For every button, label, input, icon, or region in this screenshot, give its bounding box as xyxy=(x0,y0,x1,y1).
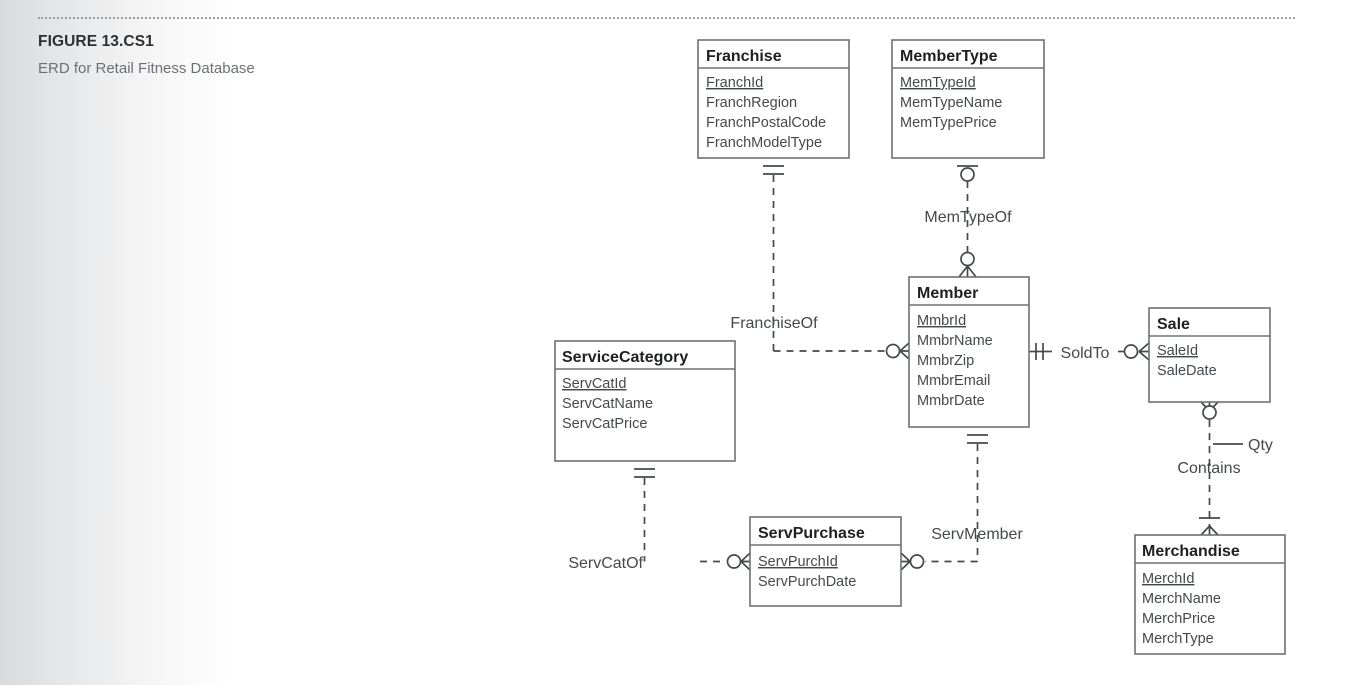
entity-merchandise-attribute: MerchName xyxy=(1142,591,1221,607)
contains-cardinality-zero-or-many xyxy=(1200,401,1219,420)
entity-merchandise[interactable]: Merchandise MerchId MerchName MerchPrice… xyxy=(1134,534,1286,655)
entity-member-box xyxy=(908,276,1030,428)
relationship-contains: Qty Contains xyxy=(1177,401,1273,536)
memtypeof-cardinality-zero-or-many xyxy=(958,251,977,278)
servcatof-cardinality-one-and-only-one xyxy=(634,468,655,478)
entity-member-attribute: MmbrEmail xyxy=(917,373,990,389)
entity-sale-attribute-pk: SaleId xyxy=(1157,343,1198,359)
entity-franchise-attribute: FranchRegion xyxy=(706,95,797,111)
figure-caption: FIGURE 13.CS1 ERD for Retail Fitness Dat… xyxy=(38,33,288,79)
entity-merchandise-title: Merchandise xyxy=(1142,543,1240,560)
relationship-attribute-label-qty: Qty xyxy=(1248,437,1273,454)
relationship-label-contains: Contains xyxy=(1177,460,1240,477)
entity-servpurchase-attribute-pk: ServPurchId xyxy=(758,554,838,570)
figure-number: FIGURE 13.CS1 xyxy=(38,33,154,50)
entity-servpurchase-box xyxy=(749,516,902,607)
memtypeof-cardinality-zero-or-one xyxy=(957,165,978,182)
relationship-servcatof: ServCatOf xyxy=(568,468,751,572)
entity-member-attribute: MmbrDate xyxy=(917,393,985,409)
entity-sale[interactable]: Sale SaleId SaleDate xyxy=(1148,307,1271,403)
entity-membertype-box xyxy=(891,39,1045,159)
entity-member-attribute: MmbrZip xyxy=(917,353,974,369)
soldto-cardinality-zero-or-many xyxy=(1123,342,1150,361)
servmember-cardinality-zero-or-many xyxy=(900,552,925,571)
servcatof-cardinality-zero-or-many xyxy=(726,552,751,571)
entity-franchise-box xyxy=(697,39,850,159)
entity-membertype-attribute: MemTypePrice xyxy=(900,115,997,131)
relationship-label-memtypeof: MemTypeOf xyxy=(924,209,1012,226)
entity-member-attribute: MmbrName xyxy=(917,333,993,349)
entity-servicecategory-attribute: ServCatName xyxy=(562,396,653,412)
entity-membertype-attribute: MemTypeName xyxy=(900,95,1002,111)
entity-franchise-attribute: FranchPostalCode xyxy=(706,115,826,131)
entity-servpurchase[interactable]: ServPurchase ServPurchId ServPurchDate xyxy=(749,516,902,607)
relationship-label-franchiseof: FranchiseOf xyxy=(730,315,818,332)
entity-servicecategory[interactable]: ServiceCategory ServCatId ServCatName Se… xyxy=(554,340,736,462)
entity-merchandise-attribute-pk: MerchId xyxy=(1142,571,1194,587)
relationship-label-soldto: SoldTo xyxy=(1061,345,1110,362)
entity-sale-title: Sale xyxy=(1157,316,1190,333)
entity-servpurchase-attribute: ServPurchDate xyxy=(758,574,856,590)
servmember-cardinality-one-and-only-one xyxy=(967,434,988,444)
entity-sale-attribute: SaleDate xyxy=(1157,363,1217,379)
entity-member[interactable]: Member MmbrId MmbrName MmbrZip MmbrEmail… xyxy=(908,276,1030,428)
franchiseof-cardinality-zero-or-many xyxy=(885,342,910,360)
entity-merchandise-attribute: MerchType xyxy=(1142,631,1214,647)
entity-member-title: Member xyxy=(917,285,978,302)
figure-description: ERD for Retail Fitness Database xyxy=(38,59,255,77)
entity-franchise[interactable]: Franchise FranchId FranchRegion FranchPo… xyxy=(697,39,850,159)
entity-servicecategory-attribute: ServCatPrice xyxy=(562,416,647,432)
entity-member-attribute-pk: MmbrId xyxy=(917,313,966,329)
entity-servicecategory-attribute-pk: ServCatId xyxy=(562,376,626,392)
relationship-soldto: SoldTo xyxy=(1029,342,1150,362)
entity-servicecategory-title: ServiceCategory xyxy=(562,349,688,366)
entity-merchandise-attribute: MerchPrice xyxy=(1142,611,1215,627)
entity-membertype-attribute-pk: MemTypeId xyxy=(900,75,976,91)
entity-franchise-attribute: FranchModelType xyxy=(706,135,822,151)
entity-franchise-title: Franchise xyxy=(706,48,782,65)
relationship-label-servmember: ServMember xyxy=(931,526,1023,543)
relationship-servmember: ServMember xyxy=(900,434,1023,571)
relationship-memtypeof: MemTypeOf xyxy=(924,165,1012,278)
entity-membertype-title: MemberType xyxy=(900,48,998,65)
relationship-label-servcatof: ServCatOf xyxy=(568,555,643,572)
entity-sale-box xyxy=(1148,307,1271,403)
soldto-cardinality-one-and-only-one xyxy=(1029,343,1045,360)
dotted-divider-rule xyxy=(38,17,1295,19)
relationship-franchiseof: FranchiseOf xyxy=(730,165,910,360)
contains-cardinality-one-or-many xyxy=(1199,517,1220,536)
entity-servicecategory-box xyxy=(554,340,736,462)
entity-franchise-attribute-pk: FranchId xyxy=(706,75,763,91)
entity-membertype[interactable]: MemberType MemTypeId MemTypeName MemType… xyxy=(891,39,1045,159)
entity-servpurchase-title: ServPurchase xyxy=(758,525,865,542)
franchiseof-cardinality-one-and-only-one xyxy=(763,165,784,175)
entity-merchandise-box xyxy=(1134,534,1286,655)
